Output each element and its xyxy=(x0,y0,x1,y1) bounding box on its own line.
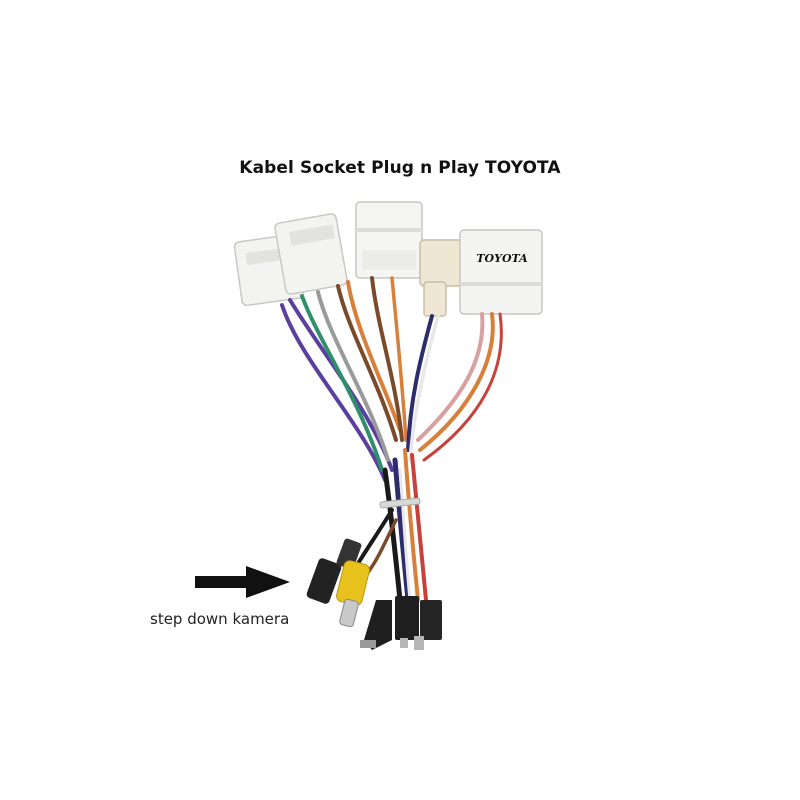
rca-yellow-plug xyxy=(336,560,370,628)
step-down-kamera-caption: step down kamera xyxy=(150,610,290,628)
wire-bundle xyxy=(280,276,503,603)
connector-brand-label: TOYOTA xyxy=(476,252,528,265)
connector-cream xyxy=(419,239,469,317)
product-title: Kabel Socket Plug n Play TOYOTA xyxy=(239,158,561,178)
arrow-icon xyxy=(195,566,290,598)
connector-second-white xyxy=(274,213,348,295)
angled-jack-plug xyxy=(360,600,392,650)
connector-toyota: TOYOTA xyxy=(459,229,543,315)
pin-connectors xyxy=(395,596,442,650)
connector-top-white xyxy=(355,201,423,279)
